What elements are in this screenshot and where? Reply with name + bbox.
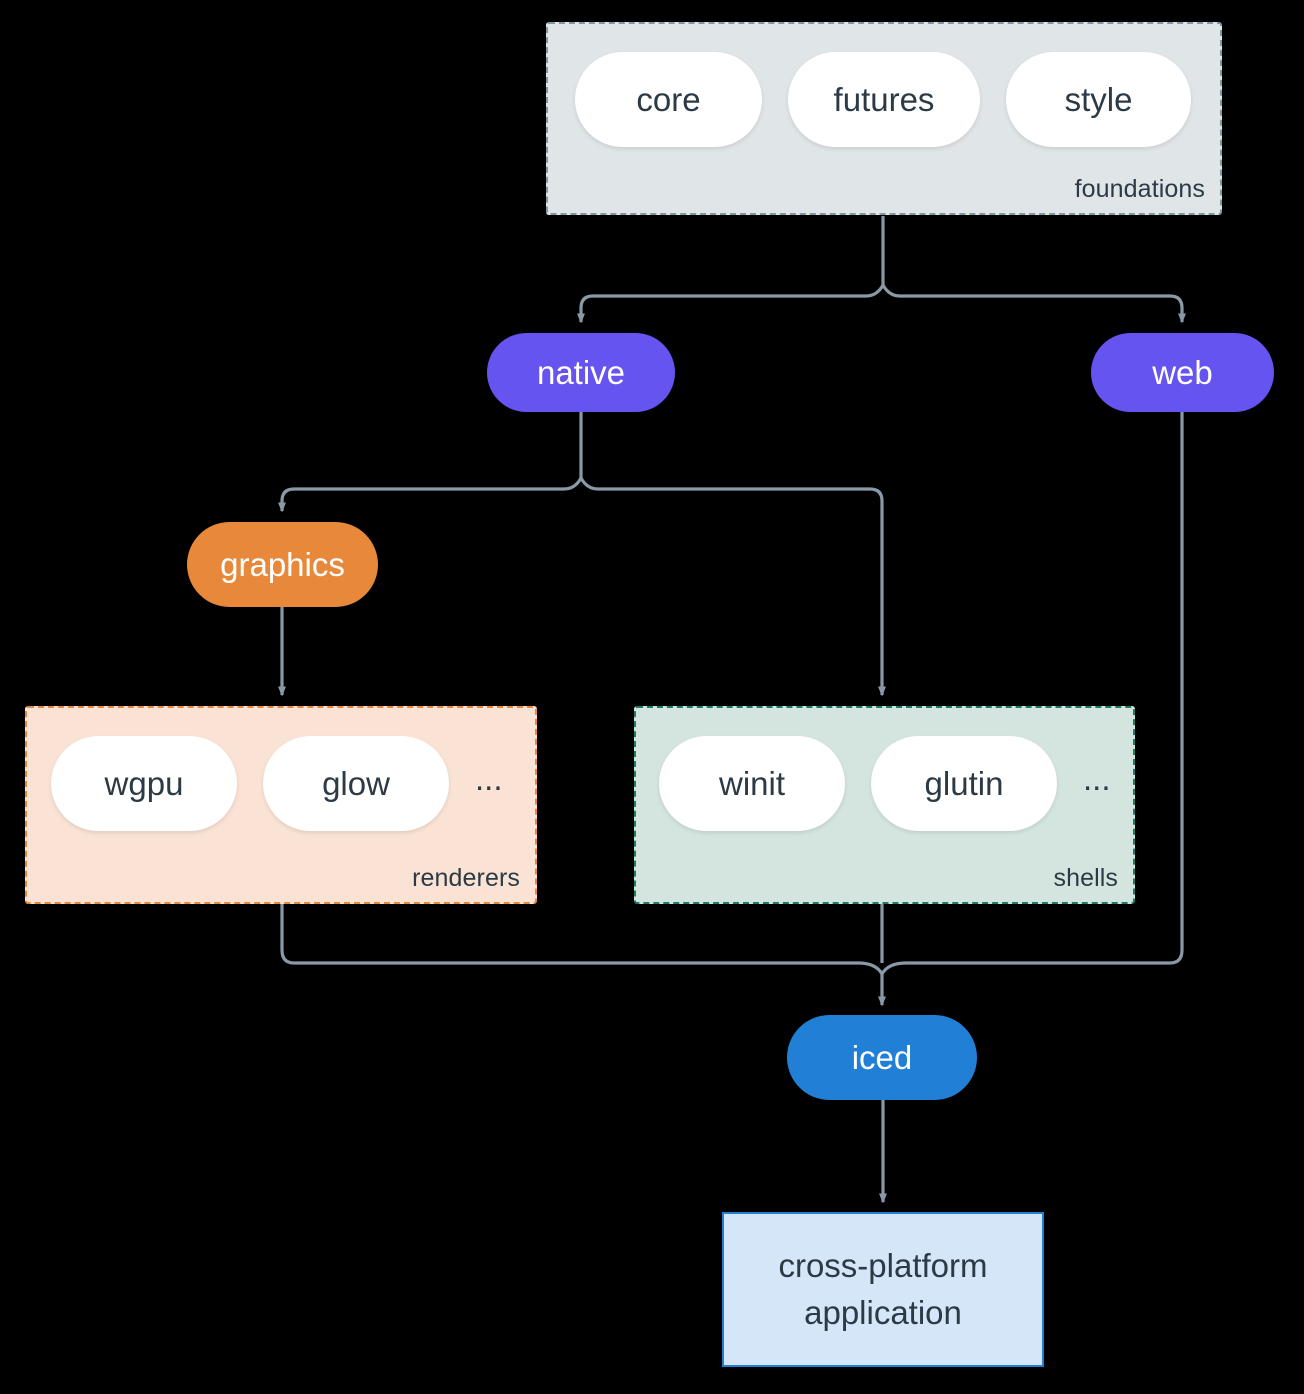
edge-native-shells (579, 477, 886, 697)
node-native[interactable]: native (487, 333, 675, 412)
node-style[interactable]: style (1006, 52, 1191, 147)
cluster-renderers: wgpu glow ... renderers (25, 706, 537, 904)
edge-junction-iced (857, 961, 907, 1005)
node-glutin[interactable]: glutin (871, 736, 1057, 831)
node-wgpu[interactable]: wgpu (51, 736, 237, 831)
node-winit[interactable]: winit (659, 736, 845, 831)
renderers-members: wgpu glow ... (51, 736, 503, 831)
edge-renderers-iced (280, 904, 858, 965)
shells-ellipsis: ... (1083, 760, 1111, 797)
cluster-label-shells: shells (1053, 864, 1118, 892)
foundations-members: core futures style (575, 52, 1191, 147)
edge-foundations-web (881, 284, 1186, 324)
app-label-line-2: application (804, 1293, 962, 1331)
node-graphics[interactable]: graphics (187, 522, 378, 607)
edge-native-graphics (278, 477, 583, 513)
node-core[interactable]: core (575, 52, 762, 147)
renderers-ellipsis: ... (475, 760, 503, 797)
node-iced[interactable]: iced (787, 1015, 977, 1100)
edge-foundations-native (577, 284, 885, 324)
cluster-shells: winit glutin ... shells (634, 706, 1135, 904)
cluster-label-renderers: renderers (412, 864, 520, 892)
shells-members: winit glutin ... (659, 736, 1111, 831)
cluster-label-foundations: foundations (1074, 175, 1205, 203)
node-glow[interactable]: glow (263, 736, 449, 831)
app-label-line-1: cross-platform (778, 1246, 988, 1284)
cluster-foundations: core futures style foundations (546, 22, 1222, 215)
node-web[interactable]: web (1091, 333, 1274, 412)
node-cross-platform-application[interactable]: cross-platform application (722, 1212, 1044, 1367)
node-futures[interactable]: futures (788, 52, 980, 147)
